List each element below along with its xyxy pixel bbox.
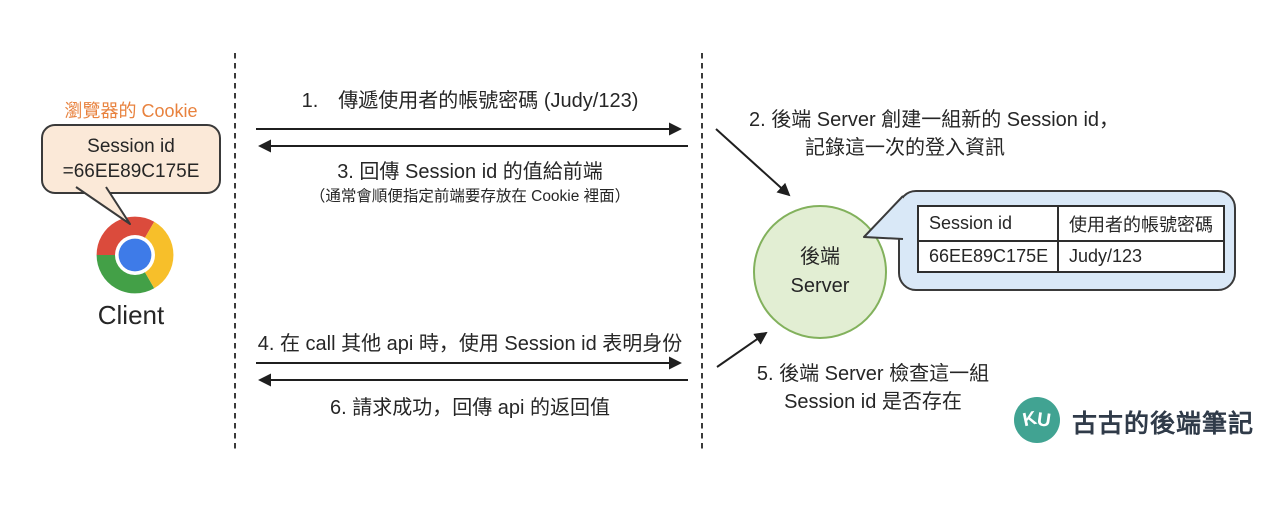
server-circle-line1: 後端 (800, 246, 840, 268)
message-4-label: 4. 在 call 其他 api 時，使用 Session id 表明身份 (257, 333, 683, 355)
step-2-label-line2: 記錄這一次的登入資訊 (805, 137, 1005, 159)
step-5-label-line2: Session id 是否存在 (784, 391, 962, 413)
message-1-label: 1. 傳遞使用者的帳號密碼 (Judy/123) (301, 90, 639, 112)
session-table-data-row: 66EE89C175E Judy/123 (917, 240, 1225, 273)
server-circle: 後端 Server (753, 205, 887, 339)
client-label: Client (97, 300, 165, 330)
step-2-label-line1: 2. 後端 Server 創建一組新的 Session id， (748, 109, 1120, 131)
chrome-icon (96, 216, 174, 294)
session-table-header-row: Session id 使用者的帳號密碼 (917, 205, 1225, 242)
message-6-label: 6. 請求成功，回傳 api 的返回值 (329, 397, 611, 419)
chrome-icon-blue-center (118, 238, 152, 272)
step-5-label: 5. 後端 Server 檢查這一組 Session id 是否存在 (742, 360, 1004, 416)
browser-cookie-label: 瀏覽器的 Cookie (64, 101, 198, 121)
client-cookie-bubble-line2: =66EE89C175E (62, 161, 200, 182)
session-table-cell-credentials: Judy/123 (1057, 240, 1225, 273)
step-5-label-line1: 5. 後端 Server 檢查這一組 (756, 363, 990, 385)
message-3-sublabel: （通常會順便指定前端要存放在 Cookie 裡面） (309, 188, 631, 205)
session-table: Session id 使用者的帳號密碼 66EE89C175E Judy/123 (917, 205, 1225, 273)
ku-logo: K U (1014, 397, 1060, 443)
client-cookie-bubble-line1: Session id (87, 136, 175, 157)
server-circle-line2: Server (790, 275, 850, 297)
client-cookie-bubble: Session id =66EE89C175E (41, 124, 221, 194)
message-3-label: 3. 回傳 Session id 的值給前端 (337, 161, 603, 183)
session-table-header-credentials: 使用者的帳號密碼 (1057, 205, 1225, 242)
session-table-cell-session-id: 66EE89C175E (917, 240, 1059, 273)
session-table-header-session-id: Session id (917, 205, 1059, 242)
brand-name: 古古的後端筆記 (1072, 410, 1255, 438)
ku-logo-letter-u: U (1035, 409, 1053, 432)
